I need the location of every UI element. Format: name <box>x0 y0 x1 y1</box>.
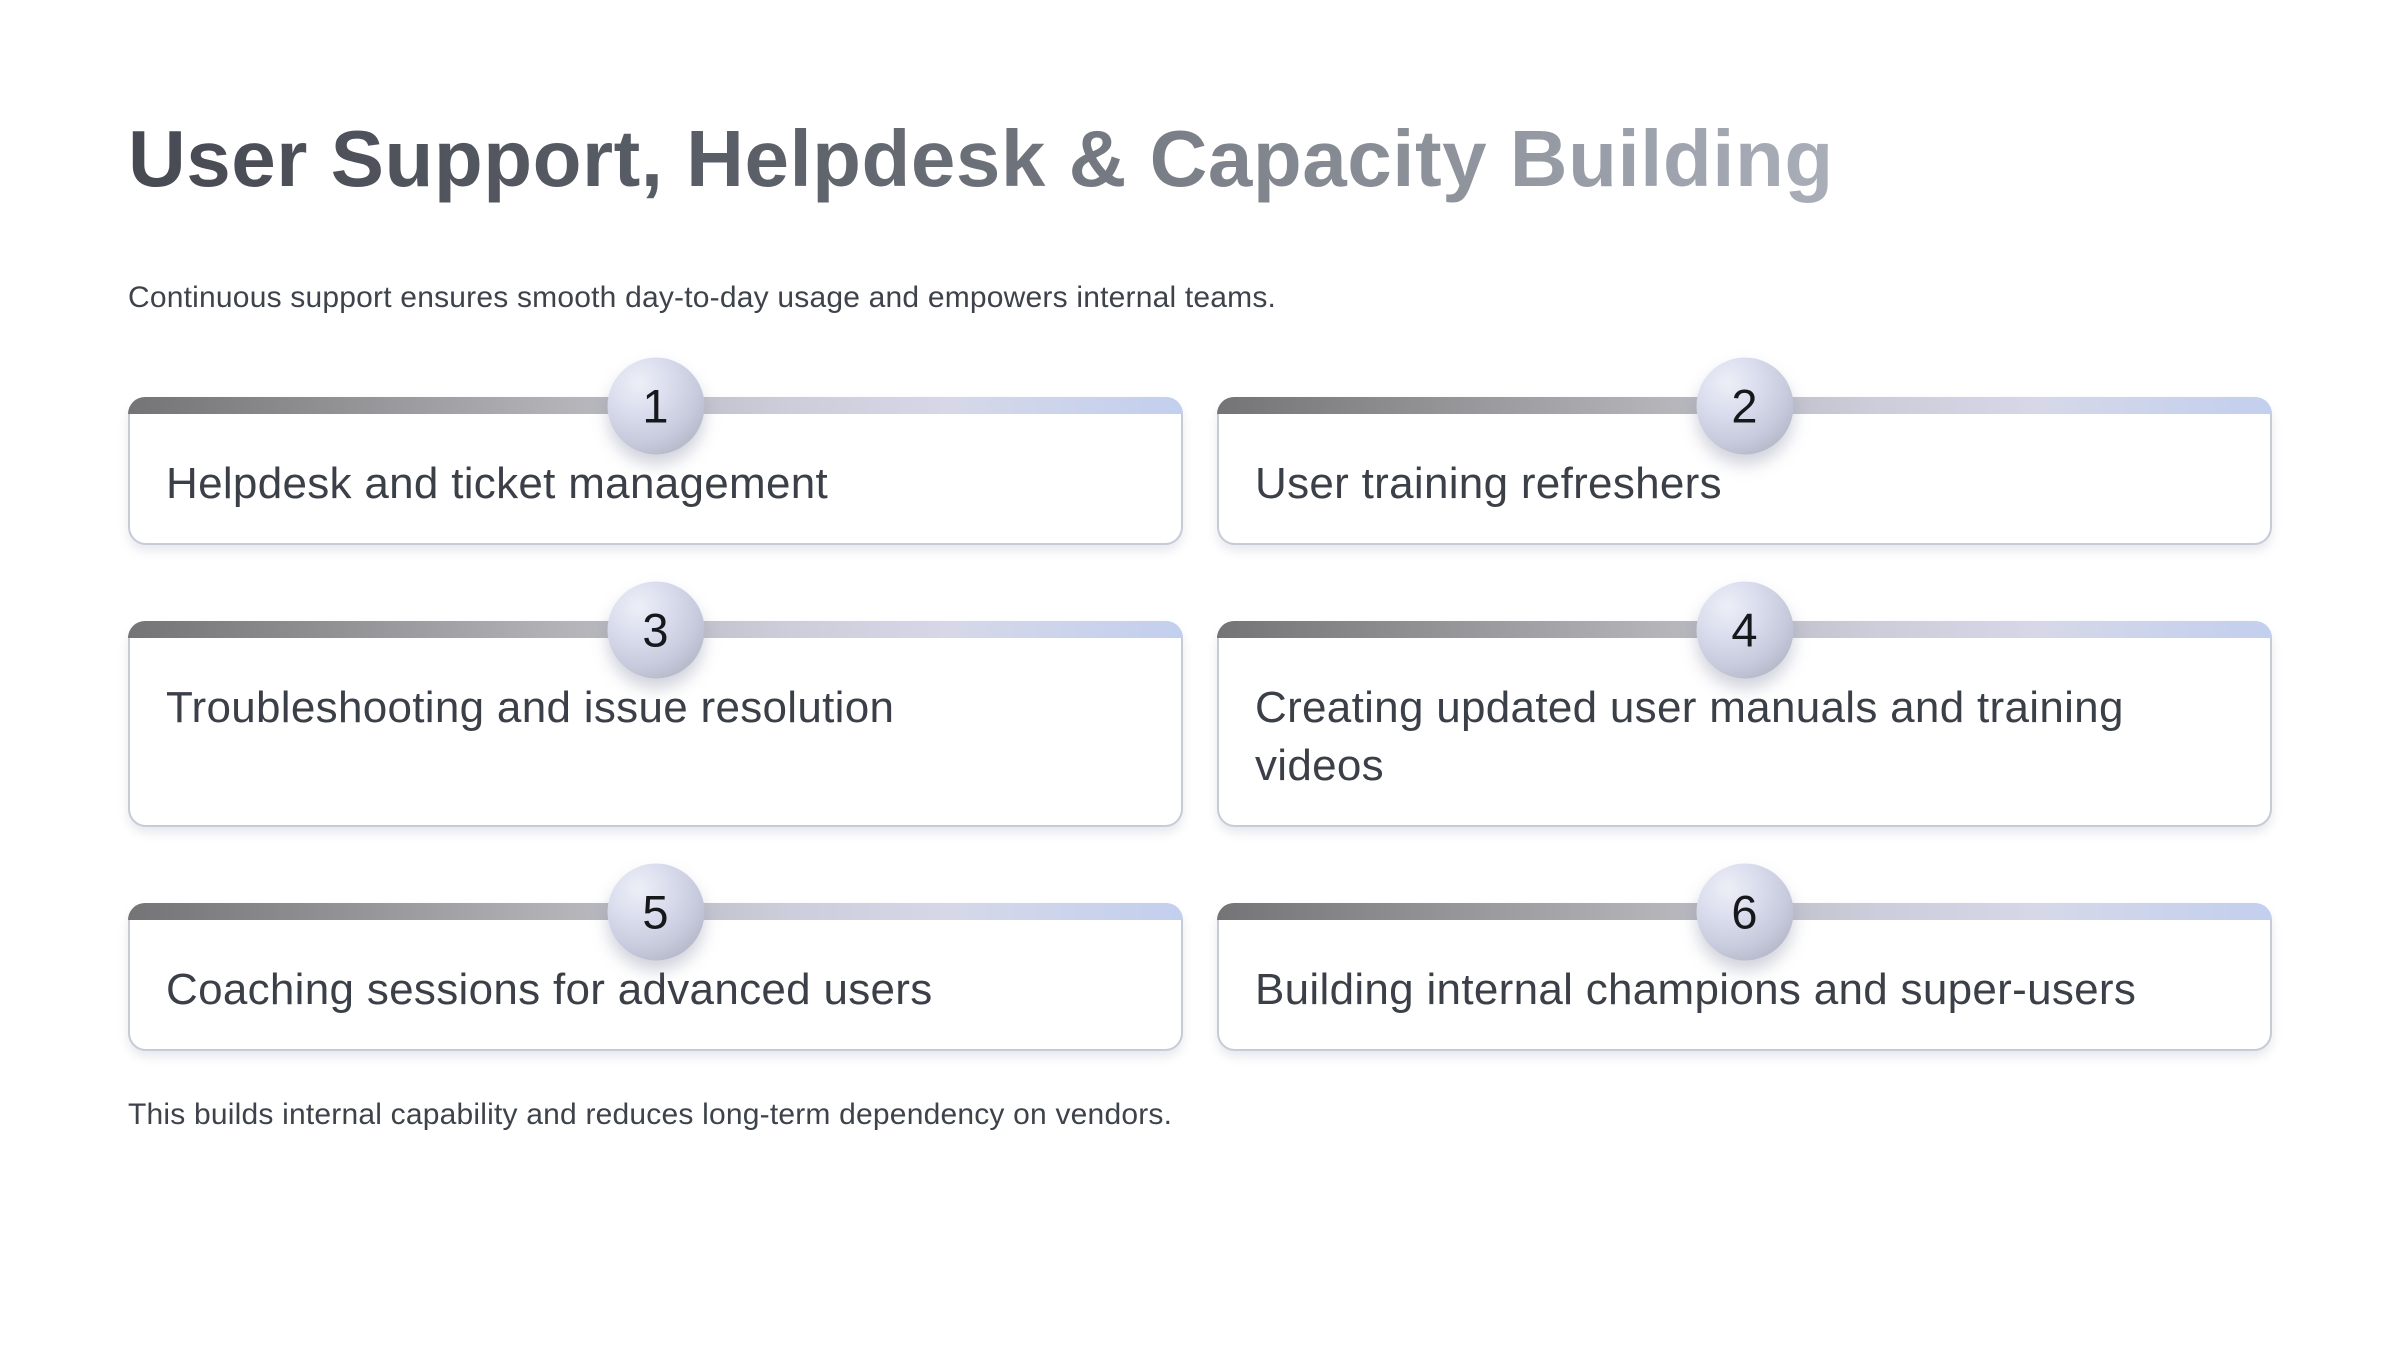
step-card-4: 4 Creating updated user manuals and trai… <box>1217 581 2272 828</box>
step-number: 6 <box>1731 885 1758 939</box>
page-subtitle: Continuous support ensures smooth day-to… <box>128 281 1277 315</box>
step-number-badge: 2 <box>1696 357 1793 455</box>
step-card-5: 5 Coaching sessions for advanced users <box>128 863 1183 1052</box>
step-label: Building internal champions and super-us… <box>1255 965 2137 1015</box>
step-number: 2 <box>1731 379 1758 433</box>
step-number-badge: 5 <box>607 863 704 961</box>
step-number: 1 <box>642 379 669 433</box>
page-title: User Support, Helpdesk & Capacity Buildi… <box>128 112 1834 206</box>
step-number-badge: 1 <box>607 357 704 455</box>
step-label: Creating updated user manuals and traini… <box>1255 682 2124 791</box>
cards-grid: 1 Helpdesk and ticket management 2 User … <box>128 357 2272 1052</box>
step-label: User training refreshers <box>1255 458 1722 508</box>
step-label: Coaching sessions for advanced users <box>166 965 933 1015</box>
step-number: 5 <box>642 885 669 939</box>
step-label: Troubleshooting and issue resolution <box>166 682 895 732</box>
step-number: 4 <box>1731 603 1758 657</box>
step-card-3: 3 Troubleshooting and issue resolution <box>128 581 1183 828</box>
step-card-6: 6 Building internal champions and super-… <box>1217 863 2272 1052</box>
step-card-2: 2 User training refreshers <box>1217 357 2272 545</box>
step-label: Helpdesk and ticket management <box>166 458 829 508</box>
page-footer: This builds internal capability and redu… <box>128 1098 1173 1132</box>
step-number-badge: 3 <box>607 581 704 679</box>
step-number-badge: 4 <box>1696 581 1793 679</box>
step-number-badge: 6 <box>1696 863 1793 961</box>
step-card-1: 1 Helpdesk and ticket management <box>128 357 1183 545</box>
step-number: 3 <box>642 603 669 657</box>
